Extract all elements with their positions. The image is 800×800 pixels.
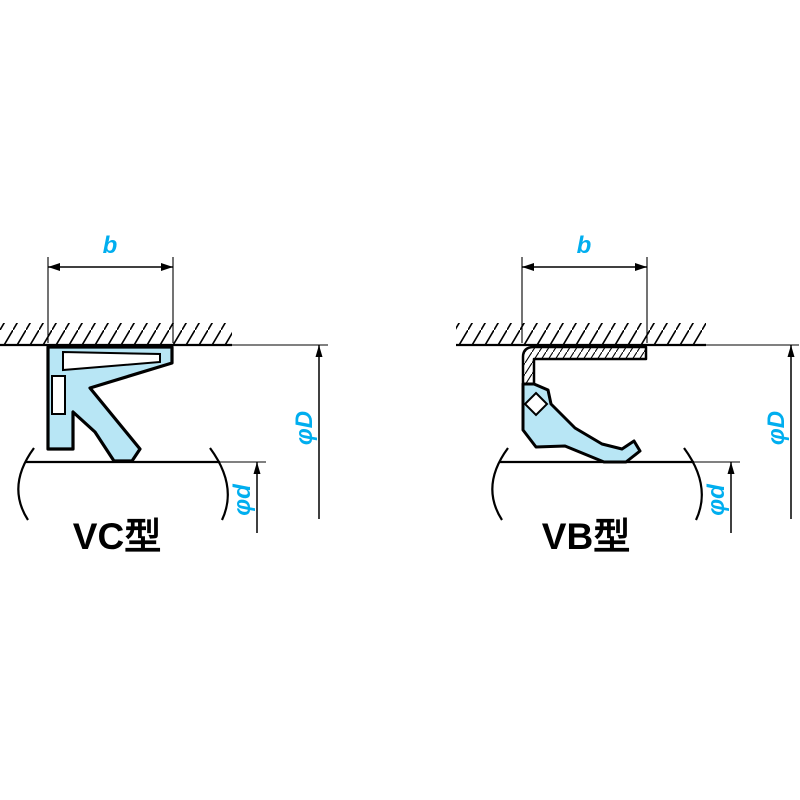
shaft-break-arc-left bbox=[17, 447, 35, 521]
outer-diameter-arrow bbox=[315, 345, 323, 357]
housing-hatch bbox=[456, 323, 706, 345]
b-label: b bbox=[577, 232, 592, 259]
shaft-break-arc-left bbox=[491, 447, 509, 521]
vb-diagram-title: VB型 bbox=[542, 516, 630, 557]
metal-case-cross-section bbox=[521, 345, 648, 386]
housing-hatch bbox=[0, 323, 232, 345]
b-arrow-right bbox=[635, 263, 647, 271]
shaft-diameter-label: φd bbox=[229, 483, 256, 516]
vc-diagram: b φd φD VC型 bbox=[0, 232, 328, 557]
metal-case-insert bbox=[62, 350, 161, 372]
shaft-diameter-label: φd bbox=[703, 483, 730, 516]
garter-spring-cross-section bbox=[523, 391, 549, 417]
shaft-break-arc-right bbox=[209, 447, 229, 521]
outer-diameter-label: φD bbox=[291, 411, 318, 445]
vc-diagram-title: VC型 bbox=[73, 516, 161, 557]
shaft-diameter-arrow bbox=[727, 462, 735, 474]
b-arrow-left bbox=[522, 263, 534, 271]
shaft-break-arc-right bbox=[683, 447, 703, 521]
seal-rubber-lip bbox=[521, 382, 642, 464]
vb-diagram: b φd φD VB型 bbox=[456, 232, 799, 557]
outer-diameter-label: φD bbox=[763, 411, 790, 445]
shaft-diameter-arrow bbox=[253, 462, 261, 474]
b-label: b bbox=[103, 232, 118, 259]
b-arrow-right bbox=[161, 263, 173, 271]
b-arrow-left bbox=[48, 263, 60, 271]
metal-case-flange bbox=[51, 375, 66, 415]
outer-diameter-arrow bbox=[787, 345, 795, 357]
